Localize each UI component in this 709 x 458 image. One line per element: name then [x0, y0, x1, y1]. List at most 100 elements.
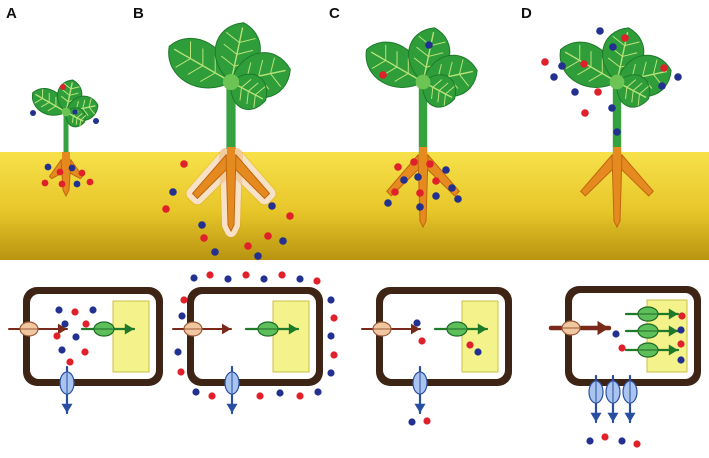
leaf-vein	[79, 114, 87, 127]
ion-dot-icon	[192, 388, 200, 396]
ion-dot-icon	[72, 333, 80, 341]
efflux-transporter-icon	[59, 371, 75, 395]
plant-c	[365, 27, 478, 229]
vacuole	[461, 300, 499, 373]
vacuolar-transporter-icon	[637, 342, 659, 358]
leaf-vein	[173, 48, 228, 81]
arrow-head	[668, 308, 678, 320]
arrow-head	[226, 403, 238, 413]
cells-layer	[8, 271, 701, 448]
ion-dot-icon	[82, 320, 90, 328]
ion-dot-icon	[242, 271, 250, 279]
ion-dot-icon	[279, 237, 287, 245]
ion-dot-icon	[93, 118, 99, 124]
arrow-head	[590, 412, 602, 422]
leaf-vein	[431, 79, 443, 99]
ion-dot-icon	[44, 163, 52, 171]
ion-dot-icon	[58, 180, 66, 188]
cell-c	[361, 287, 512, 426]
ion-dot-icon	[394, 163, 402, 171]
shoot-apex	[415, 74, 431, 90]
cell-b	[172, 271, 338, 415]
leaf-vein	[239, 78, 252, 101]
soil-band	[0, 152, 709, 260]
ion-dot-icon	[571, 88, 579, 96]
leaf-vein	[200, 55, 216, 82]
ion-dot-icon	[379, 71, 387, 79]
ions	[379, 41, 462, 211]
leaf-vein	[231, 27, 244, 79]
leaf-vein	[612, 35, 640, 47]
ion-dot-icon	[56, 168, 64, 176]
vacuolar-transporter-icon	[257, 321, 279, 337]
ion-dot-icon	[268, 202, 276, 210]
arrow-head	[414, 403, 426, 413]
ion-dot-icon	[264, 232, 272, 240]
ion-dot-icon	[286, 212, 294, 220]
cell-d	[548, 286, 701, 448]
efflux-transporter-icon	[588, 380, 604, 404]
leaf-vein	[225, 31, 256, 44]
panel-label-c: C	[329, 5, 340, 22]
leaf-vein	[34, 89, 44, 104]
ion-dot-icon	[78, 169, 86, 177]
ion-dot-icon	[677, 340, 685, 348]
arrow-head	[624, 412, 636, 422]
stem	[612, 82, 622, 155]
vacuole	[272, 300, 310, 373]
leaf-vein	[394, 57, 409, 82]
ion-dot-icon	[200, 234, 208, 242]
ion-dot-icon	[454, 195, 462, 203]
ions	[408, 319, 482, 426]
arrow-head	[288, 323, 298, 335]
ion-dot-icon	[66, 358, 74, 366]
ion-dot-icon	[174, 348, 182, 356]
ion-dot-icon	[190, 274, 198, 282]
ion-dot-icon	[674, 73, 682, 81]
ion-dot-icon	[400, 176, 408, 184]
leaf-vein	[175, 41, 192, 68]
ion-dot-icon	[278, 271, 286, 279]
stem	[418, 82, 428, 155]
ion-dot-icon	[413, 319, 421, 327]
leaf-vein	[40, 93, 50, 108]
leaf-vein	[371, 44, 387, 69]
ion-dot-icon	[416, 203, 424, 211]
ion-dot-icon	[313, 277, 321, 285]
ion-dot-icon	[71, 308, 79, 316]
leaf-vein	[370, 51, 420, 81]
ion-dot-icon	[296, 275, 304, 283]
root-collar	[62, 152, 70, 162]
ion-dot-icon	[211, 248, 219, 256]
ion-dot-icon	[633, 440, 641, 448]
influx-transporter-icon	[561, 320, 581, 336]
ion-dot-icon	[244, 242, 252, 250]
ion-dot-icon	[55, 306, 63, 314]
ion-dot-icon	[327, 369, 335, 377]
plant-a	[30, 79, 99, 198]
ion-dot-icon	[586, 437, 594, 445]
ion-dot-icon	[609, 43, 617, 51]
ion-dot-icon	[541, 58, 549, 66]
leaf-vein	[458, 59, 470, 87]
arrow-head	[222, 323, 231, 335]
root	[225, 154, 237, 233]
arrow-head	[668, 344, 678, 356]
ion-dot-icon	[581, 109, 589, 117]
ion-dot-icon	[613, 128, 621, 136]
ion-dot-icon	[86, 178, 94, 186]
ion-dot-icon	[330, 314, 338, 322]
leaf-vein	[187, 48, 204, 75]
ion-dot-icon	[466, 341, 474, 349]
influx-transporter-icon	[183, 321, 203, 337]
vacuolar-transporter-icon	[93, 321, 115, 337]
ion-dot-icon	[677, 326, 685, 334]
ion-dot-icon	[408, 418, 416, 426]
efflux-transporter-icon	[412, 371, 428, 395]
leaf-small	[230, 73, 268, 111]
influx-transporter-icon	[372, 321, 392, 337]
leaf-vein	[62, 89, 79, 96]
ion-dot-icon	[442, 166, 450, 174]
